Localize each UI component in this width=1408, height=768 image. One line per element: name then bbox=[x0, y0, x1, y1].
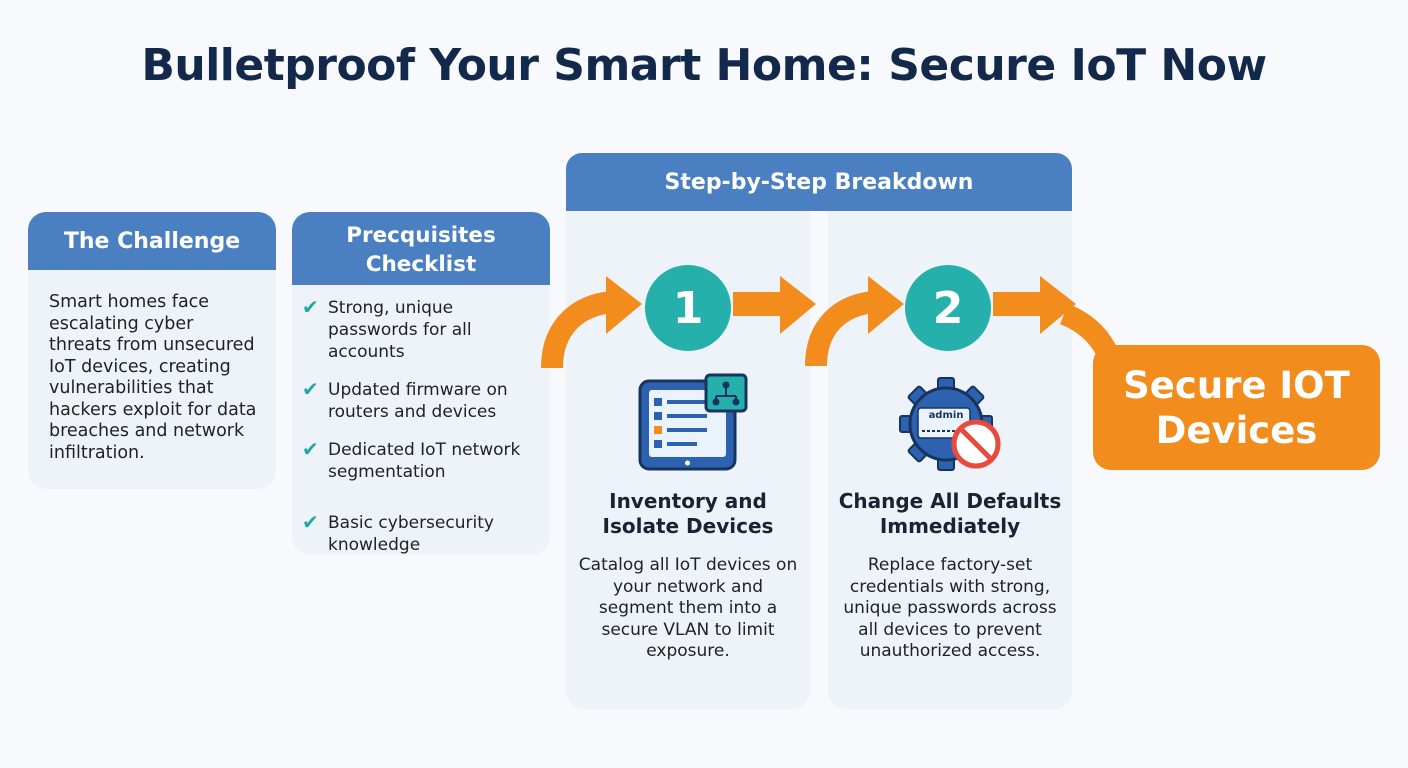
step-2-title-line1: Change All Defaults bbox=[838, 489, 1062, 513]
checklist-item: ✔ Strong, unique passwords for all accou… bbox=[302, 297, 544, 363]
challenge-text: Smart homes face escalating cyber threat… bbox=[49, 292, 257, 463]
prerequisites-heading-line2: Checklist bbox=[365, 251, 477, 277]
page-title: Bulletproof Your Smart Home: Secure IoT … bbox=[141, 40, 1267, 91]
checklist-item-text: Dedicated IoT network segmentation bbox=[328, 440, 521, 482]
step-1-title: Inventory and Isolate Devices bbox=[566, 489, 810, 539]
prerequisites-heading: Precquisites Checklist bbox=[292, 212, 550, 285]
prohibited-icon bbox=[951, 419, 1001, 469]
checkmark-icon: ✔ bbox=[302, 377, 319, 401]
checkmark-icon: ✔ bbox=[302, 510, 319, 534]
right-arrow-icon bbox=[993, 276, 1076, 334]
checklist-item-text: Strong, unique passwords for all account… bbox=[328, 298, 472, 362]
goal-line1: Secure IOT bbox=[1123, 363, 1350, 407]
step-2-number-badge: 2 bbox=[905, 265, 991, 351]
curved-arrow-icon bbox=[805, 276, 904, 367]
step-1-description: Catalog all IoT devices on your network … bbox=[578, 555, 798, 661]
gear-default-password-icon: admin bbox=[899, 377, 1001, 471]
device-inventory-icon bbox=[638, 373, 748, 471]
step-2-title-line2: Immediately bbox=[879, 514, 1021, 538]
checklist-item-text: Updated firmware on routers and devices bbox=[328, 380, 508, 422]
checklist-item: ✔ Basic cybersecurity knowledge bbox=[302, 512, 544, 555]
challenge-heading: The Challenge bbox=[28, 212, 276, 270]
curved-arrow-icon bbox=[541, 276, 642, 369]
steps-header: Step-by-Step Breakdown bbox=[566, 153, 1072, 211]
checkmark-icon: ✔ bbox=[302, 295, 319, 319]
checklist-item-text: Basic cybersecurity knowledge bbox=[328, 513, 494, 555]
challenge-card: The Challenge Smart homes face escalatin… bbox=[28, 212, 276, 489]
goal-line2: Devices bbox=[1155, 408, 1318, 452]
checklist-item: ✔ Updated firmware on routers and device… bbox=[302, 379, 544, 423]
step-2-title: Change All Defaults Immediately bbox=[828, 489, 1072, 539]
right-arrow-icon bbox=[733, 276, 816, 334]
checklist-item: ✔ Dedicated IoT network segmentation bbox=[302, 439, 544, 483]
prerequisites-list: ✔ Strong, unique passwords for all accou… bbox=[292, 285, 550, 555]
admin-label: admin bbox=[929, 410, 964, 421]
step-1-title-line2: Isolate Devices bbox=[602, 514, 774, 538]
step-1-title-line1: Inventory and bbox=[609, 489, 767, 513]
step-1-number-badge: 1 bbox=[645, 265, 731, 351]
prerequisites-card: Precquisites Checklist ✔ Strong, unique … bbox=[292, 212, 550, 555]
goal-box: Secure IOT Devices bbox=[1093, 345, 1380, 470]
step-2-description: Replace factory-set credentials with str… bbox=[843, 555, 1057, 661]
prerequisites-heading-line1: Precquisites bbox=[346, 222, 496, 248]
connector-arrow-icon bbox=[1059, 303, 1116, 356]
checkmark-icon: ✔ bbox=[302, 437, 319, 461]
